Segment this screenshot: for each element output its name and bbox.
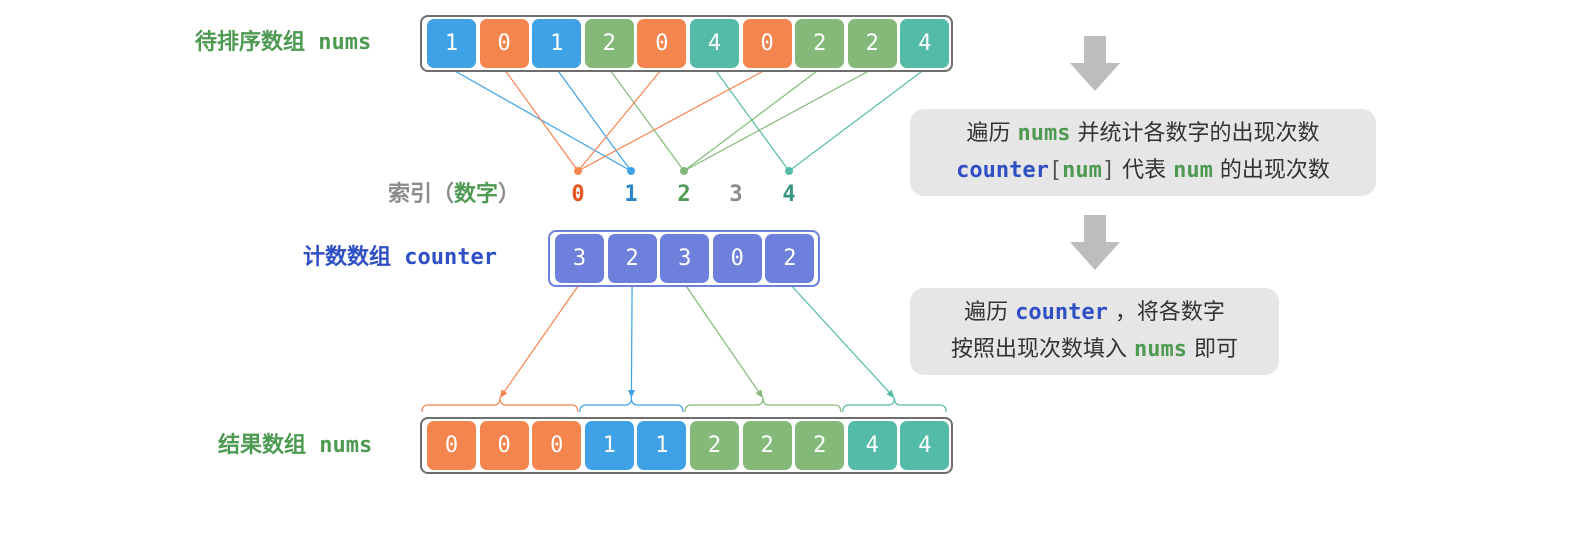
index-label-word: 数字 bbox=[454, 182, 499, 207]
arrow-head bbox=[886, 389, 895, 398]
result-cell-8: 4 bbox=[847, 421, 897, 470]
step2-note-line2: 按照出现次数填入 nums 即可 bbox=[910, 331, 1279, 368]
note-text: 遍历 bbox=[964, 300, 1016, 325]
arrow-head bbox=[755, 389, 763, 398]
note-bracket: [ bbox=[1048, 158, 1063, 183]
note-code-nums: nums bbox=[1017, 121, 1071, 146]
input-cell-8: 2 bbox=[847, 19, 897, 68]
result-cell-5: 2 bbox=[690, 421, 739, 470]
note-bracket: ] bbox=[1101, 158, 1116, 183]
input-cell-5: 4 bbox=[690, 19, 739, 68]
counter-cell-1: 2 bbox=[607, 234, 657, 283]
index-dot bbox=[574, 167, 582, 175]
index-dot bbox=[785, 167, 793, 175]
input-cell-0: 1 bbox=[427, 19, 476, 68]
input-cell-1: 0 bbox=[479, 19, 529, 68]
result-cell-0: 0 bbox=[427, 421, 476, 470]
result-group-brace bbox=[579, 397, 684, 413]
step2-note: 遍历 counter ，将各数字 按照出现次数填入 nums 即可 bbox=[910, 288, 1279, 375]
note-text: ，将各数字 bbox=[1107, 300, 1225, 325]
result-group-brace bbox=[421, 397, 579, 413]
result-cell-1: 0 bbox=[479, 421, 529, 470]
result-cell-7: 2 bbox=[795, 421, 845, 470]
counter-cell-3: 0 bbox=[712, 234, 762, 283]
input-cell-6: 0 bbox=[742, 19, 792, 68]
index-number-2: 2 bbox=[677, 182, 691, 207]
input-to-index-link bbox=[608, 68, 685, 172]
index-label-prefix: 索引（ bbox=[388, 182, 455, 207]
index-number-4: 4 bbox=[782, 182, 796, 207]
step1-note: 遍历 nums 并统计各数字的出现次数 counter[num] 代表 num … bbox=[910, 109, 1376, 196]
counter-to-result-link bbox=[684, 283, 764, 399]
input-to-index-link bbox=[788, 68, 926, 172]
step1-note-line1: 遍历 nums 并统计各数字的出现次数 bbox=[910, 115, 1376, 152]
note-code-num: num bbox=[1173, 158, 1213, 183]
input-cell-9: 4 bbox=[900, 19, 950, 68]
result-cell-4: 1 bbox=[637, 421, 687, 470]
counter-cell-4: 2 bbox=[765, 234, 815, 283]
counter-to-result-link bbox=[499, 283, 580, 399]
note-code-nums: nums bbox=[1134, 337, 1187, 362]
note-text: 遍历 bbox=[966, 121, 1018, 146]
index-number-1: 1 bbox=[624, 182, 638, 207]
input-cell-2: 1 bbox=[532, 19, 582, 68]
input-to-index-link bbox=[683, 68, 873, 172]
down-arrow-icon bbox=[1070, 36, 1120, 91]
note-text: 即可 bbox=[1186, 337, 1238, 362]
input-cell-7: 2 bbox=[795, 19, 845, 68]
note-text: 按照出现次数填入 bbox=[951, 337, 1134, 362]
input-to-index-link bbox=[503, 68, 579, 172]
index-label: 索引（数字） bbox=[388, 180, 520, 210]
arrow-head bbox=[499, 389, 508, 398]
counter-cell-0: 3 bbox=[555, 234, 604, 283]
input-to-index-link bbox=[577, 68, 768, 172]
index-number-0: 0 bbox=[571, 182, 585, 207]
down-arrow-icon bbox=[1070, 215, 1120, 270]
counter-to-result-link bbox=[630, 283, 633, 399]
index-dot bbox=[627, 167, 635, 175]
note-code-counter: counter bbox=[1015, 300, 1108, 325]
index-dot bbox=[680, 167, 688, 175]
input-to-index-link bbox=[683, 68, 821, 172]
result-cell-3: 1 bbox=[584, 421, 634, 470]
result-cell-6: 2 bbox=[742, 421, 792, 470]
counter-to-result-link bbox=[789, 283, 895, 399]
result-cell-9: 4 bbox=[900, 421, 950, 470]
step1-note-line2: counter[num] 代表 num 的出现次数 bbox=[910, 152, 1376, 189]
note-code-num: num bbox=[1062, 158, 1102, 183]
note-code-counter: counter bbox=[956, 158, 1049, 183]
input-to-index-link bbox=[556, 68, 632, 172]
step2-note-line1: 遍历 counter ，将各数字 bbox=[910, 294, 1279, 331]
note-text: 并统计各数字的出现次数 bbox=[1070, 121, 1320, 146]
result-cell-2: 0 bbox=[532, 421, 582, 470]
result-array-label: 结果数组 nums bbox=[218, 433, 373, 458]
index-label-suffix: ） bbox=[498, 182, 521, 207]
result-group-brace bbox=[684, 397, 842, 413]
index-number-3: 3 bbox=[729, 182, 743, 207]
input-cell-4: 0 bbox=[637, 19, 687, 68]
arrow-head bbox=[627, 389, 635, 398]
note-text: 代表 bbox=[1115, 158, 1174, 183]
input-to-index-link bbox=[577, 68, 663, 172]
counter-cell-2: 3 bbox=[660, 234, 710, 283]
result-group-brace bbox=[842, 397, 947, 413]
counter-array-label: 计数数组 counter bbox=[303, 245, 497, 270]
input-array-label: 待排序数组 nums bbox=[195, 30, 372, 55]
note-text: 的出现次数 bbox=[1212, 158, 1330, 183]
input-cell-3: 2 bbox=[584, 19, 634, 68]
